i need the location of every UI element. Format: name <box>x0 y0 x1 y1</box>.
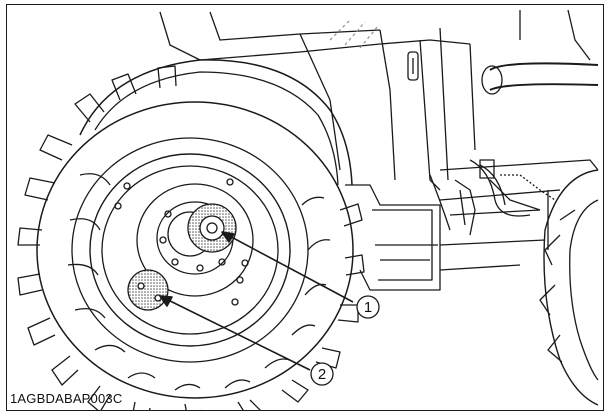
part-2-highlight <box>127 269 169 311</box>
part-1-highlight <box>187 203 237 253</box>
rear-fender <box>79 59 353 186</box>
callout-arrows <box>159 231 354 371</box>
callout-1 <box>356 295 380 319</box>
figure-code: 1AGBDABAP003C <box>10 391 123 406</box>
front-wheel <box>539 169 599 406</box>
wheel-rim <box>89 153 291 347</box>
cab-outline <box>159 9 599 291</box>
rear-tire <box>17 65 365 410</box>
callout-2 <box>310 362 334 386</box>
callout-1-label: 1 <box>364 299 372 316</box>
callout-2-label: 2 <box>318 366 326 383</box>
figure-frame <box>6 4 604 411</box>
